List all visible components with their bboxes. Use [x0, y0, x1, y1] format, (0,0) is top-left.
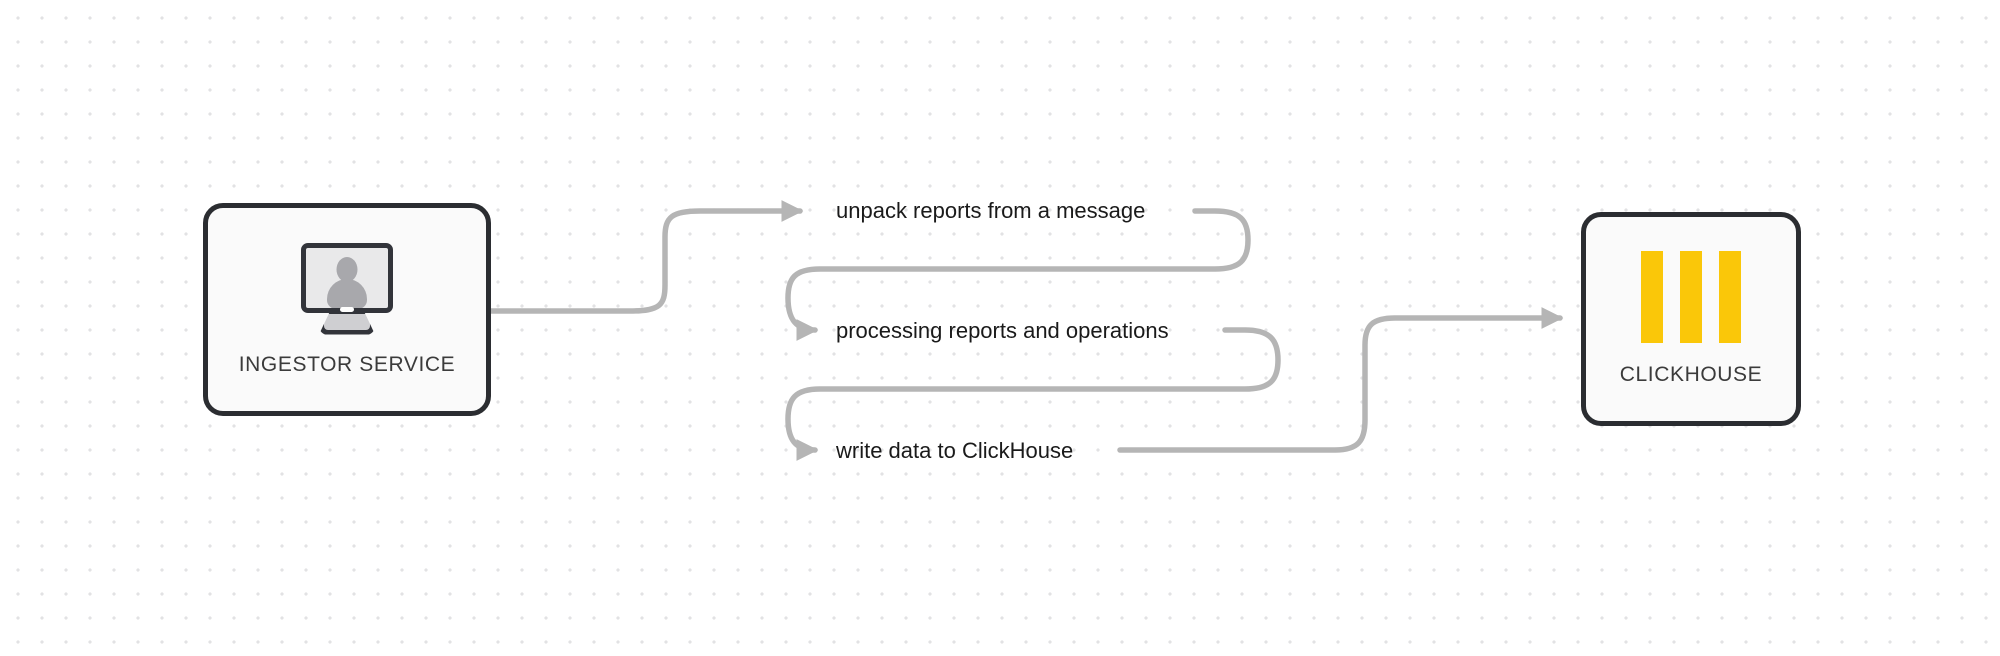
monitor-notch-icon	[340, 306, 354, 312]
edge-path-to-clickhouse	[1117, 307, 1564, 453]
edge-label-write-data-to-clickhouse: write data to ClickHouse	[836, 438, 1074, 463]
node-clickhouse[interactable]: CLICKHOUSE	[1581, 212, 1801, 426]
node-ingestor-service[interactable]: INGESTOR SERVICE	[203, 203, 491, 416]
monitor-user-icon	[293, 242, 401, 335]
monitor-screen-icon	[301, 242, 393, 313]
clickhouse-bar-3	[1719, 251, 1741, 343]
node-ingestor-service-label: INGESTOR SERVICE	[238, 352, 456, 376]
user-head-icon	[336, 256, 358, 282]
user-body-icon	[327, 278, 367, 308]
edge-label-unpack-reports: unpack reports from a message	[836, 198, 1146, 223]
clickhouse-bar-2	[1680, 251, 1702, 343]
edge-path-write-data	[785, 327, 1281, 461]
edge-path-processing-reports	[785, 208, 1251, 341]
node-clickhouse-label: CLICKHOUSE	[1619, 363, 1763, 386]
clickhouse-bar-1	[1641, 251, 1663, 343]
clickhouse-bars-icon	[1641, 251, 1741, 343]
edge-label-processing-reports: processing reports and operations	[836, 318, 1169, 343]
edge-path-unpack-reports	[488, 200, 804, 314]
